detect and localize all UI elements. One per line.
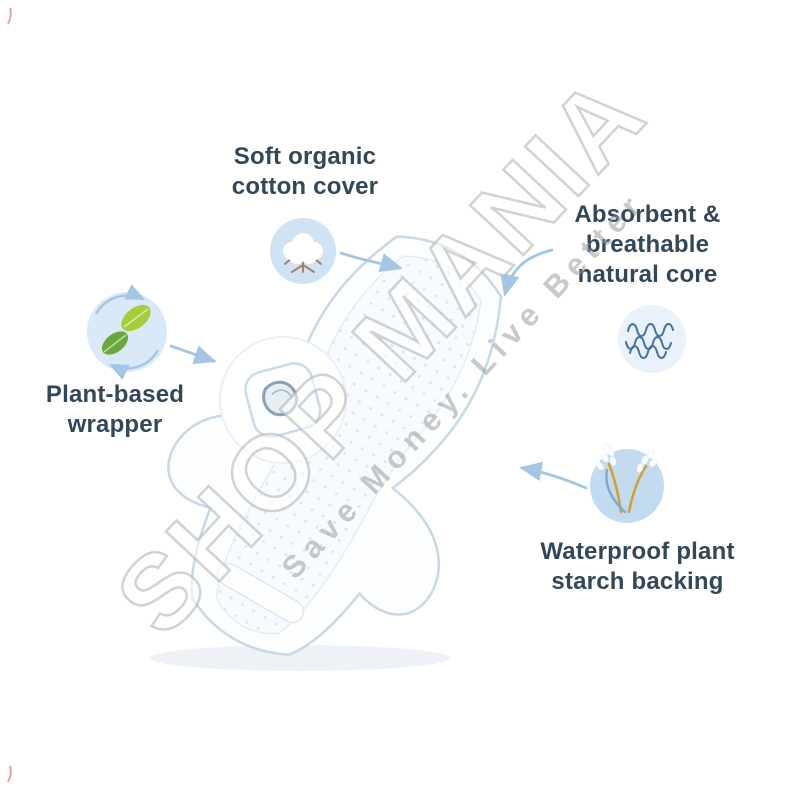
leaves-recycle-icon (87, 284, 167, 380)
cotton-boll-icon (270, 218, 336, 284)
pad-shadow (150, 645, 450, 671)
wrapper-disc (219, 336, 347, 464)
corner-mark-top-left (7, 7, 12, 25)
plant-wrapper-label: Plant-based wrapper (45, 381, 185, 439)
corner-mark-bottom-left (7, 765, 12, 783)
arrow-core-to-pad (500, 248, 554, 297)
pad-core-dots (216, 256, 481, 634)
wrapper-crease (271, 389, 292, 398)
starch-backing-label: Waterproof plant starch backing (540, 538, 735, 596)
sanitary-pad (167, 235, 503, 657)
rice-plant-icon (590, 443, 664, 523)
natural-core-label: Absorbent & breathable natural core (574, 201, 721, 289)
pad-end-seal (216, 562, 305, 624)
arrow-leaves-to-wrapper (169, 344, 217, 365)
arrow-cotton-to-pad (339, 251, 403, 273)
cotton-cover-label: Soft organic cotton cover (231, 143, 379, 201)
wrapper-opening (262, 380, 298, 417)
fluff-core-icon (618, 305, 686, 373)
arrow-rice-to-pad (519, 461, 588, 490)
